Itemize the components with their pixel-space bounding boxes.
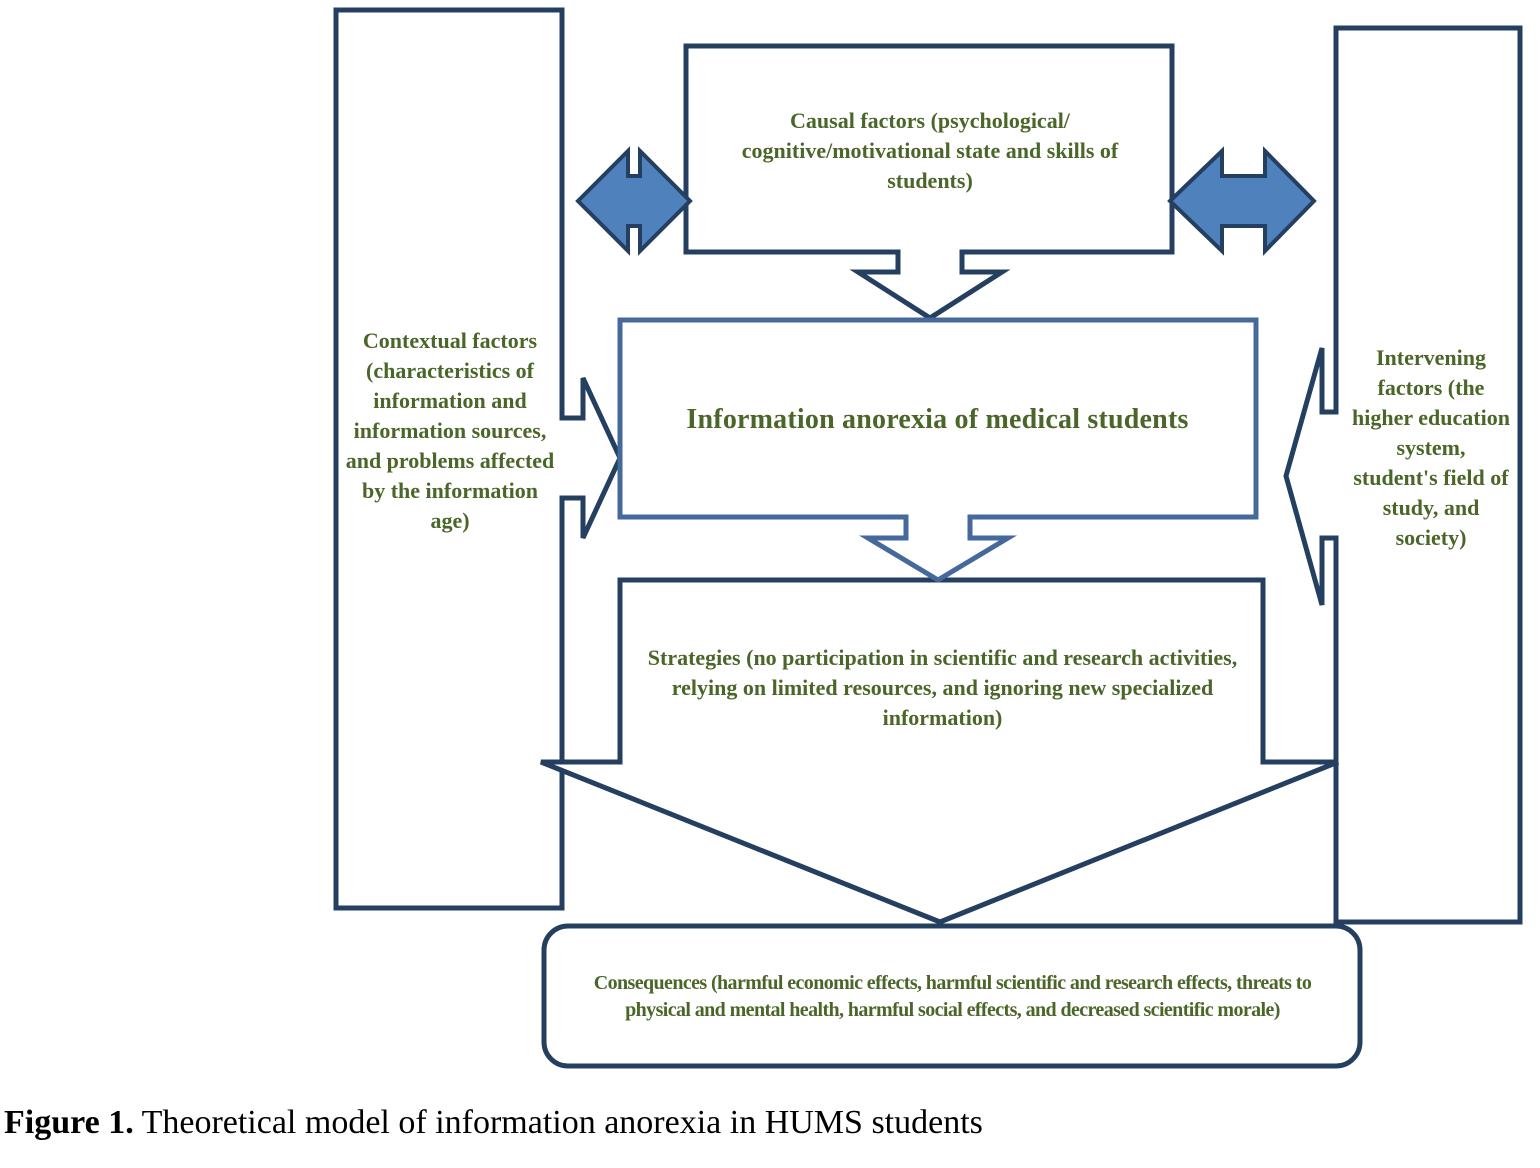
contextual-factors-label: Contextual factors (characteristics of i… — [345, 328, 555, 533]
intervening-factors-label: Intervening factors (the higher educatio… — [1352, 345, 1510, 550]
contextual-factors-shape — [333, 7, 623, 911]
figure-caption-text: Theoretical model of information anorexi… — [133, 1104, 983, 1141]
causal-factors-shape — [683, 43, 1175, 321]
causal-factors-label: Causal factors (psychological/ cognitive… — [741, 108, 1119, 193]
strategies-shape — [540, 577, 1339, 925]
consequences-shape — [541, 923, 1363, 1069]
consequences-label: Consequences (harmful economic effects, … — [593, 972, 1312, 1021]
model-diagram — [333, 7, 1523, 1069]
left-double-arrow-icon — [575, 146, 693, 256]
strategies-label: Strategies (no participation in scientif… — [647, 645, 1238, 730]
figure-caption: Figure 1. Theoretical model of informati… — [4, 1104, 1304, 1142]
intervening-factors-shape — [1283, 25, 1523, 925]
core-shape — [617, 317, 1259, 583]
right-double-arrow-icon — [1167, 146, 1317, 256]
core-concept-label: Information anorexia of medical students — [686, 404, 1189, 435]
figure-number: Figure 1. — [4, 1104, 134, 1141]
